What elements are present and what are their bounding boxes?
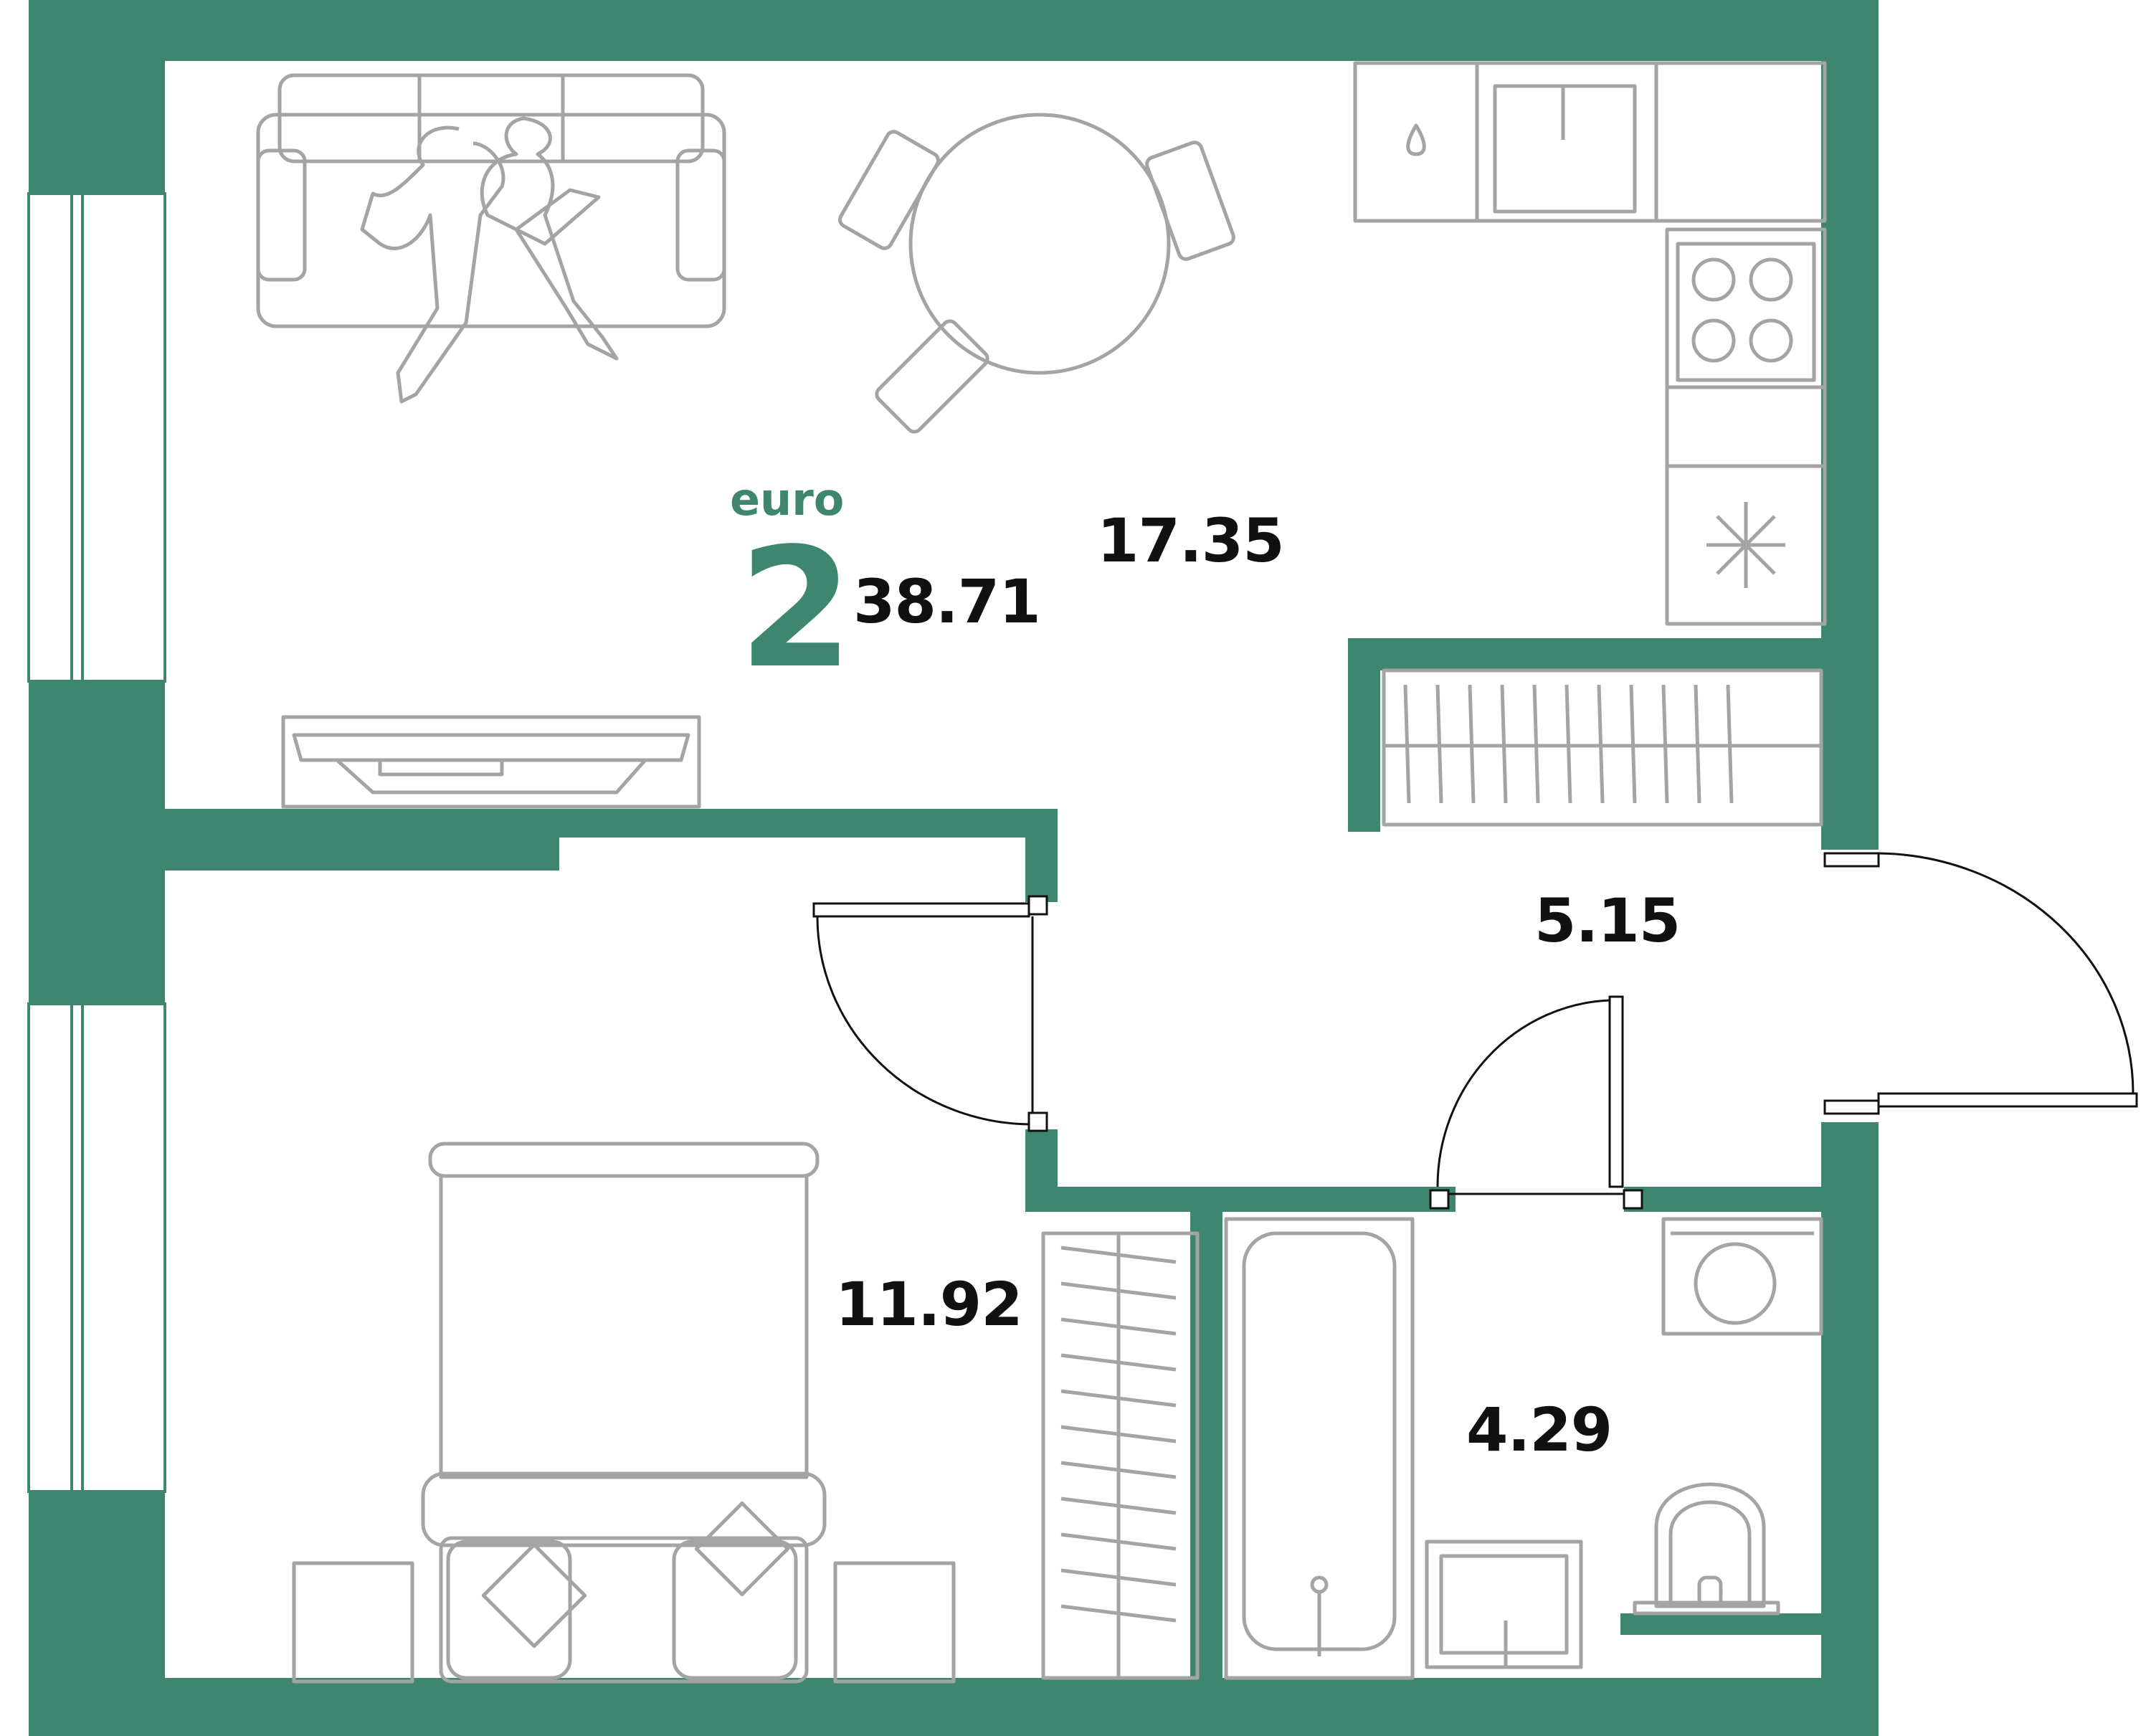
walls [29,0,1879,1736]
door-icon [812,852,2138,1210]
kitchen-sink-icon [1353,61,1827,223]
area-bedroom: 11.92 [835,1269,1023,1339]
tv-stand-icon [281,715,701,809]
area-kitchen-living: 17.35 [1097,506,1285,576]
area-bathroom: 4.29 [1466,1395,1613,1465]
area-hallway: 5.15 [1534,886,1681,956]
windows [0,93,166,1578]
washbasin-icon [1425,1540,1583,1669]
furniture [256,61,1827,1684]
fridge-icon [1665,464,1827,626]
stove-icon [1665,227,1827,468]
dining-table-icon [838,113,1235,434]
bed-icon [292,1142,956,1684]
apartment-type-label: euro [730,473,845,526]
wardrobe-icon [1041,1231,1200,1680]
sofa-icon [256,73,726,328]
toilet-icon [1633,1482,1780,1616]
washing-machine-icon [1661,1217,1823,1336]
wardrobe-icon [1382,668,1823,827]
total-area: 38.71 [853,566,1041,637]
bathtub-icon [1224,1217,1415,1680]
people-icon [360,116,619,404]
room-count: 2 [739,513,854,705]
